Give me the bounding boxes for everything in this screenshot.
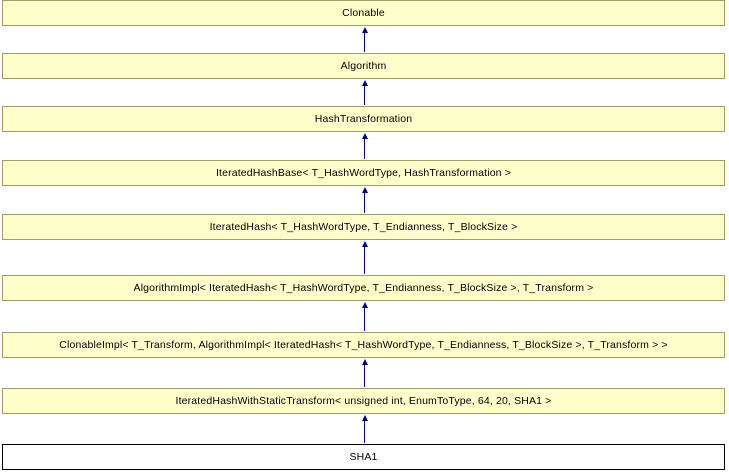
class-node-label: SHA1	[349, 451, 378, 463]
inheritance-edge	[362, 80, 368, 105]
arrow-up-icon	[362, 302, 368, 308]
edge-line	[364, 364, 365, 387]
class-node-sha1[interactable]: SHA1	[2, 444, 725, 470]
inheritance-edge	[362, 359, 368, 387]
inheritance-edge	[362, 302, 368, 331]
class-node-iterated-hash[interactable]: IteratedHash< T_HashWordType, T_Endianne…	[2, 214, 725, 240]
arrow-up-icon	[362, 415, 368, 421]
class-node-label: Algorithm	[340, 60, 387, 72]
class-node-clonable-impl[interactable]: ClonableImpl< T_Transform, AlgorithmImpl…	[2, 332, 725, 358]
arrow-up-icon	[362, 359, 368, 365]
arrow-up-icon	[362, 80, 368, 86]
arrow-up-icon	[362, 241, 368, 247]
class-node-label: ClonableImpl< T_Transform, AlgorithmImpl…	[59, 339, 668, 351]
class-node-label: IteratedHashBase< T_HashWordType, HashTr…	[215, 167, 512, 179]
inheritance-edge	[362, 27, 368, 52]
class-node-iterated-hash-base[interactable]: IteratedHashBase< T_HashWordType, HashTr…	[2, 160, 725, 186]
edge-line	[364, 138, 365, 159]
class-node-label: HashTransformation	[314, 113, 413, 125]
class-node-iterated-hash-with-static-transform[interactable]: IteratedHashWithStaticTransform< unsigne…	[2, 388, 725, 414]
class-node-label: AlgorithmImpl< IteratedHash< T_HashWordT…	[133, 282, 594, 294]
inheritance-edge	[362, 187, 368, 213]
class-node-algorithm[interactable]: Algorithm	[2, 53, 725, 79]
arrow-up-icon	[362, 133, 368, 139]
inheritance-edge	[362, 133, 368, 159]
class-node-clonable[interactable]: Clonable	[2, 0, 725, 26]
inheritance-edge	[362, 241, 368, 274]
class-node-algorithm-impl[interactable]: AlgorithmImpl< IteratedHash< T_HashWordT…	[2, 275, 725, 301]
class-node-label: IteratedHashWithStaticTransform< unsigne…	[175, 395, 552, 407]
arrow-up-icon	[362, 187, 368, 193]
class-node-hash-transformation[interactable]: HashTransformation	[2, 106, 725, 132]
edge-line	[364, 192, 365, 213]
edge-line	[364, 420, 365, 443]
edge-line	[364, 307, 365, 331]
inheritance-edge	[362, 415, 368, 443]
arrow-up-icon	[362, 27, 368, 33]
edge-line	[364, 246, 365, 274]
class-node-label: IteratedHash< T_HashWordType, T_Endianne…	[209, 221, 518, 233]
edge-line	[364, 85, 365, 105]
class-node-label: Clonable	[342, 7, 385, 19]
edge-line	[364, 32, 365, 52]
